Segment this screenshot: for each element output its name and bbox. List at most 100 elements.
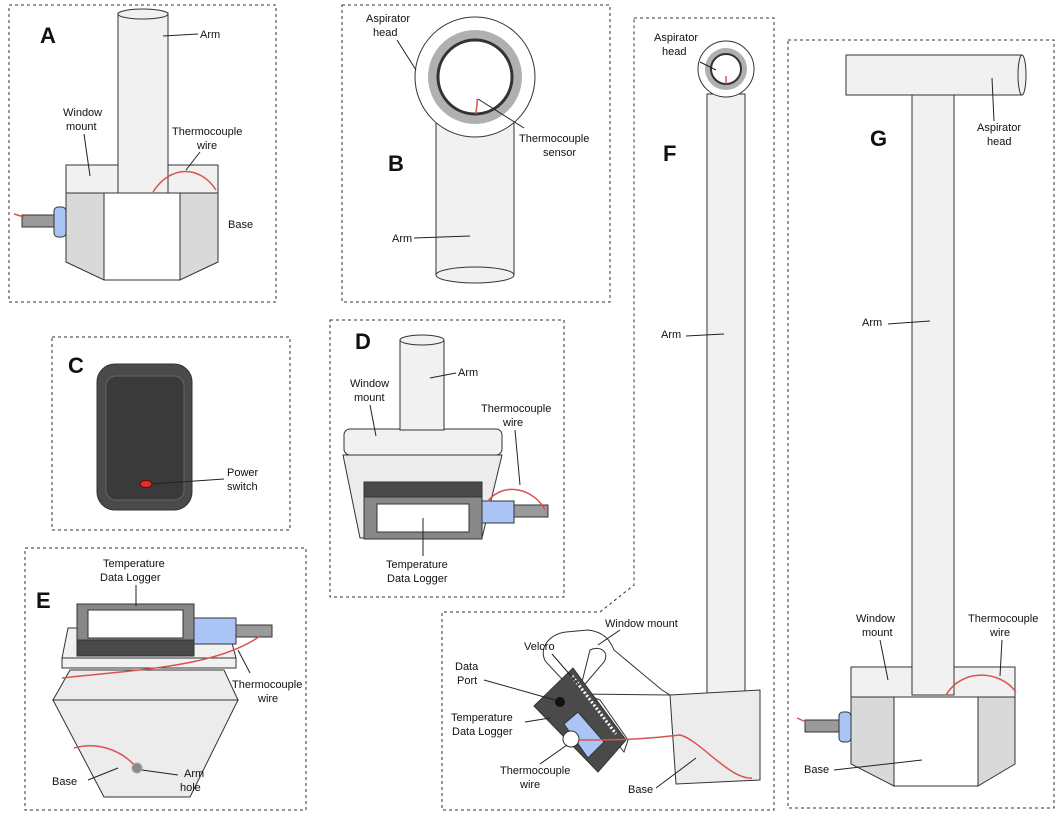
panel-e-plate-edge <box>61 657 237 669</box>
panel-f-label-thermo-2: wire <box>519 779 540 791</box>
panel-g-label-asp-2: head <box>987 136 1011 148</box>
panel-d-label-thermo-2: wire <box>502 417 523 429</box>
panel-g-label-arm: Arm <box>862 317 882 329</box>
panel-g-label-thermo-2: wire <box>989 627 1010 639</box>
panel-a-wire-tail <box>13 213 25 218</box>
panel-d-lead-thermo <box>514 429 521 486</box>
panel-e-frame <box>24 547 307 811</box>
panel-a-base-front <box>103 192 181 281</box>
panel-a-label-window-2: mount <box>66 121 97 133</box>
panel-a-letter: A <box>40 23 56 48</box>
panel-d-letter: D <box>355 329 371 354</box>
panel-a-arm-top <box>117 8 169 20</box>
panel-f-label-port-1: Data <box>455 661 479 673</box>
panel-e-label-base: Base <box>52 776 77 788</box>
panel-g-lead-asp <box>991 77 995 122</box>
panel-g-wire-tail <box>796 717 807 723</box>
panel-g-aspirator-end <box>1017 54 1027 96</box>
panel-g-base-front <box>893 696 979 787</box>
panel-a-frame <box>8 4 277 303</box>
panel-e-logger-screen <box>87 609 184 639</box>
panel-b: B Aspirator head Thermocouple sensor Arm <box>341 4 611 303</box>
panel-b-label-asp-2: head <box>373 27 397 39</box>
panel-a-arm <box>117 12 169 196</box>
panel-d-logger-top <box>363 481 483 499</box>
panel-g-base-left <box>850 696 895 787</box>
panel-e-lead-base <box>87 767 119 781</box>
panel-g-aspirator-head <box>845 54 1023 96</box>
panel-b-lead-arm <box>413 235 471 239</box>
panel-g-frame <box>787 39 1055 809</box>
panel-f-lead-logger <box>524 717 551 723</box>
panel-d-label-logger-2: Data Logger <box>387 573 448 585</box>
panel-f-connector <box>563 711 605 759</box>
panel-e-base-lower <box>52 699 239 798</box>
panel-f: F Aspirator head Arm Window mount Velcro… <box>441 17 775 811</box>
panel-f-label-base: Base <box>628 784 653 796</box>
panel-a-screw <box>21 214 55 228</box>
panel-a-label-window-1: Window <box>63 107 102 119</box>
panel-e-letter: E <box>36 588 51 613</box>
panel-b-frame <box>341 4 611 303</box>
panel-e: E Temperature Data Logger Thermocouple w… <box>24 547 307 811</box>
panel-b-label-arm: Arm <box>392 233 412 245</box>
panel-c-power-switch <box>139 480 153 488</box>
panel-f-velcro <box>570 675 618 735</box>
panel-f-lead-thermo <box>539 744 568 765</box>
panel-f-lead-port <box>483 679 556 701</box>
panel-d-label-window-2: mount <box>354 392 385 404</box>
panel-c-lead-power <box>151 478 225 485</box>
panel-f-letter: F <box>663 141 676 166</box>
panel-d-window-mount <box>343 428 503 456</box>
panel-g-label-asp-1: Aspirator <box>977 122 1021 134</box>
panel-g-label-base: Base <box>804 764 829 776</box>
panel-a-label-thermo-1: Thermocouple <box>172 126 242 138</box>
panel-a-label-thermo-2: wire <box>196 140 217 152</box>
panel-a-label-base: Base <box>228 219 253 231</box>
panel-a-connector <box>53 206 67 238</box>
panel-d-wire <box>487 488 546 511</box>
panel-g-lead-base <box>833 759 923 771</box>
panel-f-label-logger-2: Data Logger <box>452 726 513 738</box>
panel-e-wire-lower <box>73 745 138 769</box>
panel-g-label-thermo-1: Thermocouple <box>968 613 1038 625</box>
panel-f-label-velcro: Velcro <box>524 641 555 653</box>
panel-f-lead-base <box>655 757 697 789</box>
panel-f-wire <box>577 734 753 779</box>
panel-d-label-window-1: Window <box>350 378 389 390</box>
panel-f-lead-window <box>597 629 621 646</box>
panel-e-wire <box>61 635 261 679</box>
panel-d-connector <box>481 500 515 524</box>
panel-f-label-asp-1: Aspirator <box>654 32 698 44</box>
panel-g-wire <box>945 674 1017 696</box>
panel-c-logger-face <box>105 375 185 501</box>
panel-g-connector <box>838 711 852 743</box>
panel-d-arm-top <box>399 334 445 346</box>
panel-c-label-power-2: switch <box>227 481 258 493</box>
panel-a-base-right <box>179 192 219 281</box>
panel-g: G Aspirator head Arm Window mount Thermo… <box>787 39 1055 809</box>
panel-e-label-armhole-2: hole <box>180 782 201 794</box>
panel-b-letter: B <box>388 151 404 176</box>
panel-b-sensor-ring <box>436 38 514 116</box>
panel-a-lead-arm <box>162 33 199 37</box>
panel-e-connector <box>193 617 237 645</box>
panel-d-frame <box>329 319 565 598</box>
panel-b-label-asp-1: Aspirator <box>366 13 410 25</box>
panel-d-arm <box>399 339 445 431</box>
panel-f-label-thermo-1: Thermocouple <box>500 765 570 777</box>
panel-b-label-sensor-1: Thermocouple <box>519 133 589 145</box>
panel-g-arm <box>911 94 955 696</box>
panel-c-letter: C <box>68 353 84 378</box>
panel-f-lead-asp <box>699 61 717 71</box>
panel-e-label-logger-1: Temperature <box>103 558 165 570</box>
panel-d-label-thermo-1: Thermocouple <box>481 403 551 415</box>
panel-e-lead-thermo <box>237 649 251 674</box>
panel-a-lead-thermo <box>185 151 201 171</box>
panel-a: A Arm Window mount Thermocouple wire Bas… <box>8 4 277 303</box>
panel-f-label-port-2: Port <box>457 675 477 687</box>
panel-c-label-power-1: Power <box>227 467 259 479</box>
panel-f-frame <box>441 17 775 811</box>
